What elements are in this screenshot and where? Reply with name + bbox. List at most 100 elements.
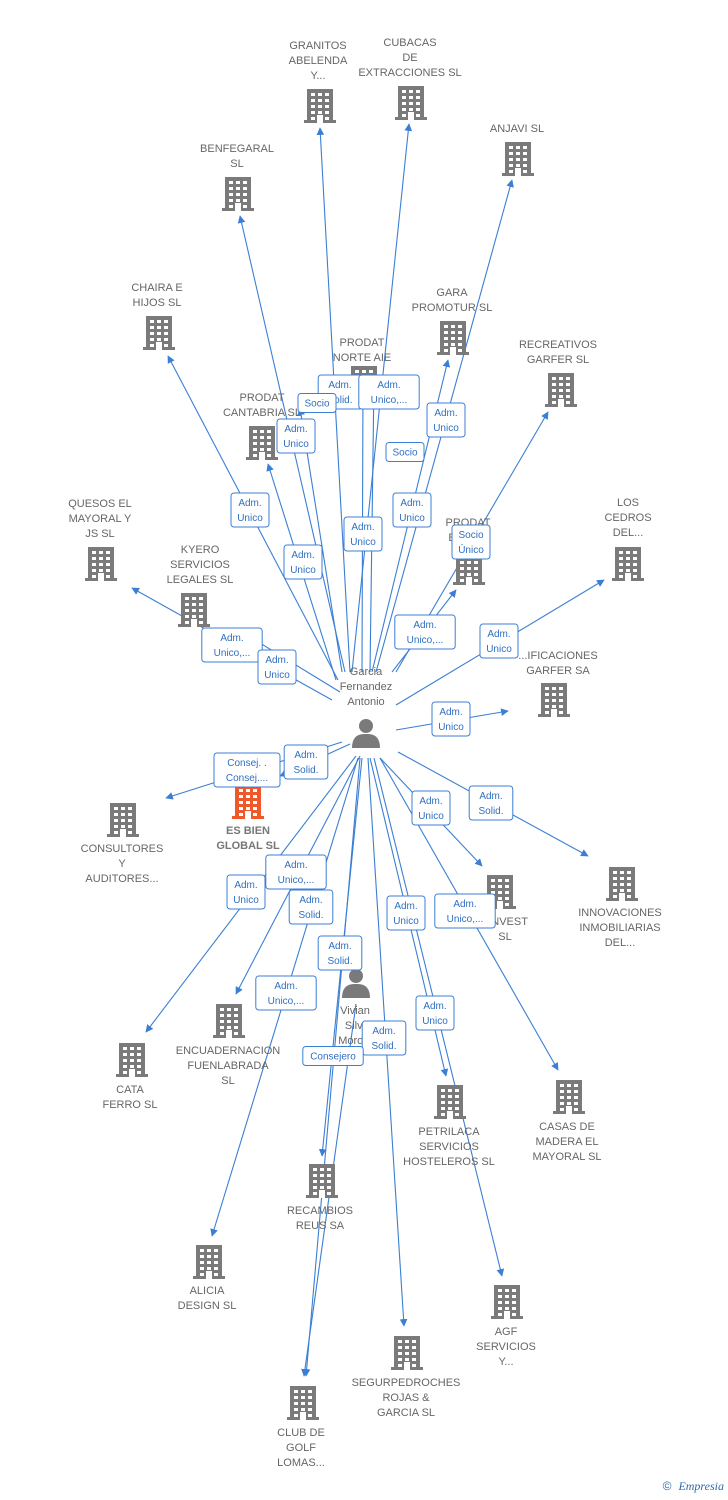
- edge-role-label[interactable]: Socio: [297, 393, 337, 413]
- company-label: DESIGN SL: [178, 1300, 237, 1312]
- edge-role-label[interactable]: Adm.Unico,...: [358, 374, 420, 410]
- company-label: Y...: [498, 1356, 513, 1368]
- company-label: LEGALES SL: [167, 574, 234, 586]
- edge-role-label[interactable]: Adm.Unico: [386, 895, 426, 931]
- edge-role-label[interactable]: Adm.Unico,...: [265, 854, 327, 890]
- company-node-anjavi[interactable]: ANJAVI SL: [490, 123, 544, 176]
- edge-role-label[interactable]: Adm. Unico: [226, 874, 266, 910]
- company-label: AGF: [495, 1326, 518, 1338]
- edge-role-label[interactable]: Adm.Solid.: [361, 1020, 407, 1056]
- edge-role-text: Unico,...: [214, 648, 251, 659]
- company-node-consultores[interactable]: CONSULTORESYAUDITORES...: [81, 803, 164, 885]
- edge-role-text: Unico: [418, 811, 444, 822]
- edge-role-label[interactable]: Adm.Solid.: [283, 744, 329, 780]
- company-label: SERVICIOS: [476, 1341, 536, 1353]
- company-node-club[interactable]: CLUB DEGOLFLOMAS...: [277, 1386, 325, 1469]
- edge-role-label[interactable]: Adm.Unico: [283, 544, 323, 580]
- edge-role-label[interactable]: Adm.Unico: [431, 701, 471, 737]
- company-label: PETRILACA: [418, 1126, 480, 1138]
- edge-role-label[interactable]: Adm.Unico: [479, 623, 519, 659]
- edge-role-text: Consej....: [226, 773, 268, 784]
- building-icon: [178, 593, 210, 627]
- edge-role-label[interactable]: Consejero: [302, 1046, 364, 1066]
- company-label: Y...: [310, 70, 325, 82]
- edge-role-text: Adm.: [328, 380, 351, 391]
- edge-role-label[interactable]: Adm.Unico: [276, 418, 316, 454]
- nodes-layer: GRANITOSABELENDAY...CUBACASDEEXTRACCIONE…: [68, 37, 662, 1469]
- edge-role-label[interactable]: Adm.Solid.: [288, 889, 334, 925]
- edge-role-text: Unico: [264, 670, 290, 681]
- company-label: CHAIRA E: [131, 282, 182, 294]
- edge-role-label[interactable]: Adm.Solid.: [317, 935, 363, 971]
- company-node-prodat_cantabria[interactable]: PRODAT CANTABRIA SL: [223, 392, 301, 460]
- company-label: ES BIEN: [226, 825, 270, 837]
- edge-role-label[interactable]: Adm.Unico,...: [201, 627, 263, 663]
- copyright-symbol: ©: [662, 1479, 672, 1493]
- company-node-cedros[interactable]: LOSCEDROSDEL...: [604, 497, 652, 581]
- footer-brand[interactable]: © Empresia: [663, 1479, 724, 1494]
- edges-layer: [131, 123, 605, 1377]
- company-label: SL: [498, 931, 511, 943]
- edge-role-text: Unico: [290, 565, 316, 576]
- company-node-granitos[interactable]: GRANITOSABELENDAY...: [289, 40, 348, 123]
- building-icon: [304, 89, 336, 123]
- building-icon: [545, 373, 577, 407]
- edge-role-label[interactable]: Adm.Unico: [343, 516, 383, 552]
- edge-role-label[interactable]: Adm.Unico: [415, 995, 455, 1031]
- edge-role-label[interactable]: Adm.Unico: [257, 649, 297, 685]
- company-label: LOMAS...: [277, 1457, 325, 1469]
- edge-role-label[interactable]: Adm. Unico: [411, 790, 451, 826]
- company-label: MADERA EL: [536, 1136, 599, 1148]
- building-icon: [437, 321, 469, 355]
- company-label: PRODAT: [239, 392, 284, 404]
- building-icon: [502, 142, 534, 176]
- company-label: CANTABRIA SL: [223, 407, 301, 419]
- edge-role-text: Unico: [233, 895, 259, 906]
- edge-role-label[interactable]: Adm.Solid.: [468, 785, 514, 821]
- edge-role-label[interactable]: Adm.Unico: [426, 402, 466, 438]
- company-label: SL: [221, 1075, 234, 1087]
- edge-role-text: Adm.: [419, 796, 442, 807]
- company-label: GARFER SL: [527, 354, 589, 366]
- edge-role-text: Adm.: [234, 880, 257, 891]
- edge-role-text: Adm.: [439, 707, 462, 718]
- edge-role-text: Consejero: [310, 1052, 356, 1063]
- edge-role-text: Unico: [283, 439, 309, 450]
- edge-role-label[interactable]: Consej. .Consej....: [213, 752, 281, 788]
- edge-role-label[interactable]: Adm.Unico,...: [255, 975, 317, 1011]
- edge-role-label[interactable]: Adm.Unico: [230, 492, 270, 528]
- company-label: JS SL: [85, 528, 114, 540]
- edge-role-label[interactable]: Socio: [385, 442, 425, 462]
- building-icon: [395, 86, 427, 120]
- edge-role-text: Adm.: [372, 1026, 395, 1037]
- company-label: QUESOS EL: [68, 498, 132, 510]
- company-node-agf[interactable]: AGF SERVICIOS Y...: [476, 1285, 536, 1368]
- edge-role-label[interactable]: Adm.Unico: [392, 492, 432, 528]
- company-label: CUBACAS: [383, 37, 436, 49]
- edge-role-label[interactable]: Adm.Unico,...: [394, 614, 456, 650]
- company-node-innovaciones[interactable]: INNOVACIONESINMOBILIARIASDEL...: [578, 867, 662, 949]
- edge-role-text: Unico,...: [407, 635, 444, 646]
- company-label: PROMOTUR SL: [412, 302, 493, 314]
- building-icon: [612, 547, 644, 581]
- edge-role-label[interactable]: Adm.Unico,...: [434, 893, 496, 929]
- edge-role-text: Solid.: [327, 395, 352, 406]
